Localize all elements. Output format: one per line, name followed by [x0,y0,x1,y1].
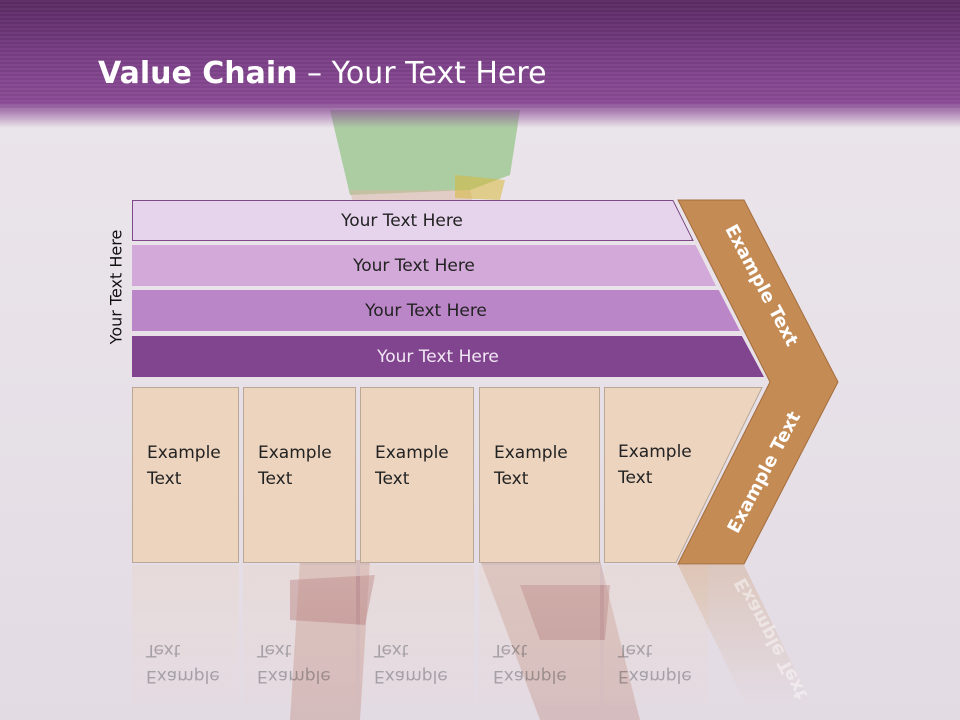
primary-box-4-line1: Example [494,443,568,463]
primary-box-3-reflection: Example Text [360,565,474,705]
title-band-stripes [0,0,960,110]
primary-box-1-reflection: Example Text [132,565,239,705]
primary-box-3-reflection-line1: Example [374,666,448,686]
margin-chevron [677,199,839,565]
primary-box-4-reflection-line1: Example [493,666,567,686]
primary-box-4-reflection: Example Text [479,565,600,705]
support-row-4: Your Text Here [132,336,764,377]
primary-box-3-line2: Text [375,469,410,489]
side-label: Your Text Here [106,229,126,345]
support-row-1-label: Your Text Here [341,210,463,231]
margin-chevron-reflection [678,565,812,705]
title-band [0,0,960,128]
primary-box-2-reflection: Example Text [243,565,356,705]
primary-box-5-line1: Example [618,442,692,462]
support-row-2-label: Your Text Here [353,255,475,276]
primary-box-4: Example Text [479,387,600,563]
support-row-3: Your Text Here [132,290,740,331]
primary-box-1-reflection-line1: Example [146,666,220,686]
primary-box-4-reflection-line2: Text [493,640,528,660]
primary-box-5: Example Text [604,387,764,563]
primary-box-3-reflection-line2: Text [374,640,409,660]
primary-box-1-line2: Text [147,469,182,489]
primary-box-1: Example Text [132,387,239,563]
slide-title-bold: Value Chain [98,56,298,91]
primary-box-2-line2: Text [258,469,293,489]
primary-box-1-line1: Example [147,443,221,463]
primary-box-5-shape [604,387,763,563]
primary-box-2: Example Text [243,387,356,563]
primary-box-3-line1: Example [375,443,449,463]
primary-box-4-line2: Text [494,469,529,489]
primary-box-1-reflection-line2: Text [146,640,181,660]
support-row-2: Your Text Here [132,245,716,286]
primary-box-2-line1: Example [258,443,332,463]
primary-box-5-line2: Text [618,468,653,488]
slide-title: Value Chain – Your Text Here [98,54,547,94]
support-row-1: Your Text Here [132,200,692,241]
slide-title-rest: – Your Text Here [297,56,547,91]
primary-box-2-reflection-line1: Example [257,666,331,686]
support-row-3-label: Your Text Here [365,300,487,321]
primary-box-2-reflection-line2: Text [257,640,292,660]
support-row-4-label: Your Text Here [377,346,499,367]
primary-box-3: Example Text [360,387,474,563]
